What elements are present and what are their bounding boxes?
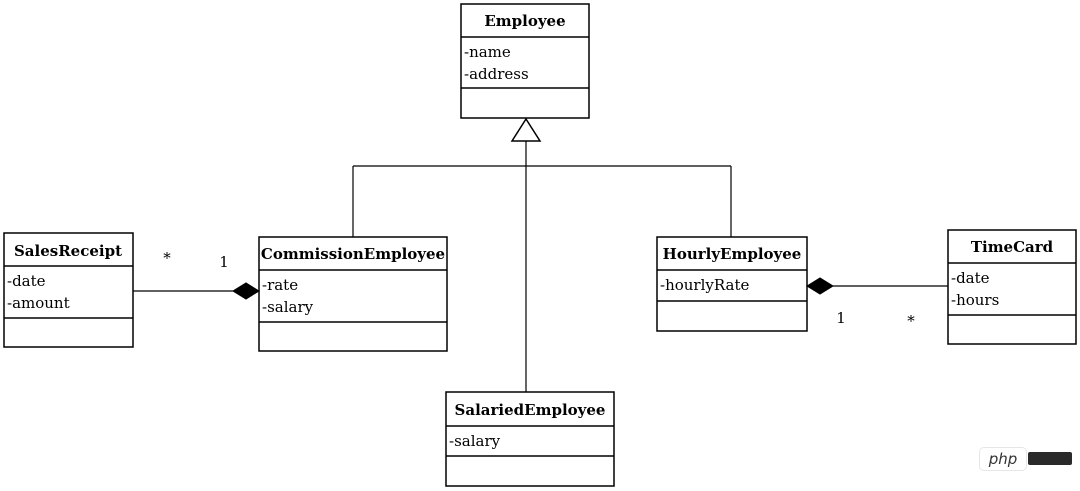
class-salesreceipt-attr-date: -date (7, 272, 46, 290)
class-salaried-name: SalariedEmployee (455, 401, 606, 419)
generalization-connectors (352, 117, 732, 392)
multiplicity-salesreceipt: * (163, 249, 171, 267)
class-salesreceipt-box (3, 232, 134, 348)
class-salesreceipt-attr-amount: -amount (7, 294, 70, 312)
multiplicity-timecard: * (907, 312, 915, 330)
class-employee-attr-address: -address (464, 65, 529, 83)
class-employee-box (460, 3, 590, 119)
class-commission-box (258, 236, 448, 352)
class-salaried-box (445, 391, 615, 487)
composition-salesreceipt-commission: * 1 (133, 249, 260, 300)
class-commission-name: CommissionEmployee (261, 245, 445, 263)
multiplicity-hourly: 1 (836, 309, 846, 327)
watermark-logo: php (980, 448, 1026, 470)
class-hourly-employee[interactable]: HourlyEmployee -hourlyRate (656, 236, 808, 332)
composition-hourly-timecard: 1 * (806, 277, 948, 330)
class-time-card[interactable]: TimeCard -date -hours (947, 229, 1077, 345)
composition-diamond-hourly (806, 277, 834, 295)
class-timecard-attr-date: -date (951, 269, 990, 287)
class-hourly-box (656, 236, 808, 332)
class-salaried-attr-salary: -salary (449, 432, 501, 450)
class-salaried-employee[interactable]: SalariedEmployee -salary (445, 391, 615, 487)
watermark-bar (1028, 452, 1072, 465)
class-salesreceipt-name: SalesReceipt (14, 242, 122, 260)
class-timecard-attr-hours: -hours (951, 291, 999, 309)
class-timecard-name: TimeCard (971, 238, 1054, 256)
class-sales-receipt[interactable]: SalesReceipt -date -amount (3, 232, 134, 348)
class-commission-employee[interactable]: CommissionEmployee -rate -salary (258, 236, 448, 352)
composition-diamond-commission (232, 282, 260, 300)
class-commission-attr-rate: -rate (262, 276, 298, 294)
class-employee-attr-name: -name (464, 43, 511, 61)
class-timecard-box (947, 229, 1077, 345)
class-employee[interactable]: Employee -name -address (460, 3, 590, 119)
class-hourly-attr-hourlyrate: -hourlyRate (660, 276, 749, 294)
class-commission-attr-salary: -salary (262, 298, 314, 316)
class-hourly-name: HourlyEmployee (663, 245, 802, 263)
multiplicity-commission: 1 (219, 253, 229, 271)
class-employee-name: Employee (484, 12, 565, 30)
inheritance-arrowhead (510, 117, 542, 142)
